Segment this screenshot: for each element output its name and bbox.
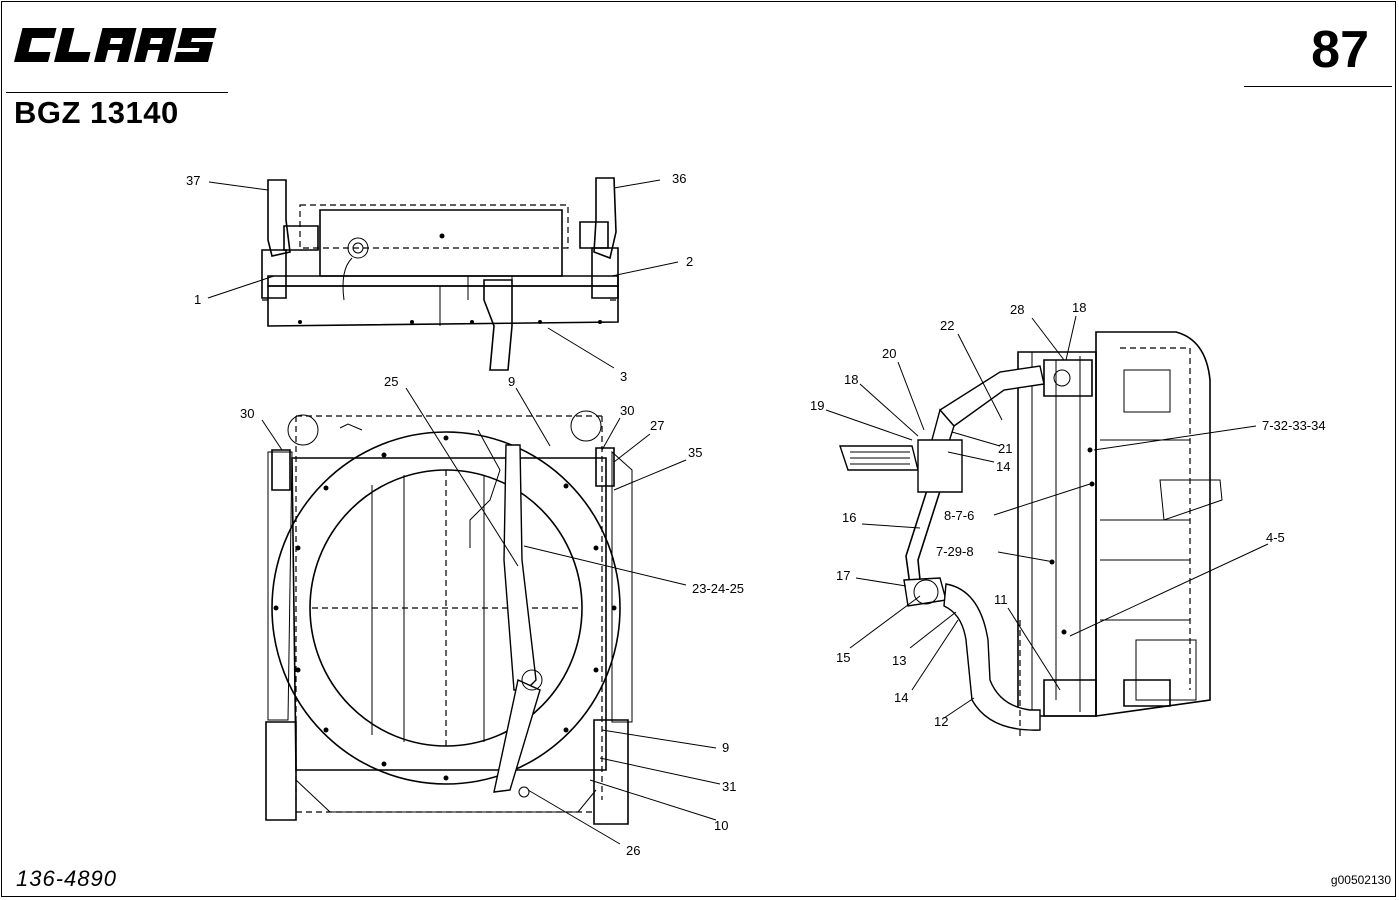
- callout-26: 26: [626, 843, 640, 858]
- callout-19: 19: [810, 398, 824, 413]
- callout-3: 3: [620, 369, 627, 384]
- callout-22: 22: [940, 318, 954, 333]
- callout-23-24-25: 23-24-25: [692, 581, 744, 596]
- callout-2: 2: [686, 254, 693, 269]
- callout-37: 37: [186, 173, 200, 188]
- top-view-assembly: [261, 177, 620, 371]
- callout-21: 21: [998, 441, 1012, 456]
- image-reference: g00502130: [1330, 873, 1391, 887]
- callout-27: 27: [650, 418, 664, 433]
- document-code: BGZ 13140: [14, 95, 179, 130]
- callout-16: 16: [842, 510, 856, 525]
- callout-15: 15: [836, 650, 850, 665]
- callout-1: 1: [194, 292, 201, 307]
- callout-10: 10: [714, 818, 728, 833]
- callout-17: 17: [836, 568, 850, 583]
- callout-12: 12: [934, 714, 948, 729]
- callout-31: 31: [722, 779, 736, 794]
- callout-30-right: 30: [620, 403, 634, 418]
- callout-18-left: 18: [844, 372, 858, 387]
- claas-logo: [10, 22, 232, 68]
- header-rule-right: [1244, 86, 1392, 87]
- callout-25: 25: [384, 374, 398, 389]
- callout-35: 35: [688, 445, 702, 460]
- header-rule-left: [6, 92, 228, 93]
- callout-30-left: 30: [240, 406, 254, 421]
- callout-8-7-6: 8-7-6: [944, 508, 974, 523]
- front-view-assembly: [265, 410, 633, 825]
- callout-13: 13: [892, 653, 906, 668]
- callout-14-bottom: 14: [894, 690, 908, 705]
- leader-lines: [207, 179, 1269, 845]
- callout-4-5: 4-5: [1266, 530, 1285, 545]
- callout-labels: 37 36 1 2 3 25 9 30 30 27 35 23-24-25 9 …: [186, 171, 1326, 858]
- callout-14-top: 14: [996, 459, 1010, 474]
- callout-9-bottom: 9: [722, 740, 729, 755]
- callout-18-top: 18: [1072, 300, 1086, 315]
- callout-20: 20: [882, 346, 896, 361]
- callout-36: 36: [672, 171, 686, 186]
- callout-7-32-33-34: 7-32-33-34: [1262, 418, 1326, 433]
- part-number: 136-4890: [16, 866, 117, 891]
- page-number: 87: [1311, 21, 1369, 79]
- callout-9-top: 9: [508, 374, 515, 389]
- callout-7-29-8: 7-29-8: [936, 544, 974, 559]
- callout-28: 28: [1010, 302, 1024, 317]
- callout-11: 11: [994, 592, 1008, 607]
- side-view-assembly: [839, 331, 1223, 740]
